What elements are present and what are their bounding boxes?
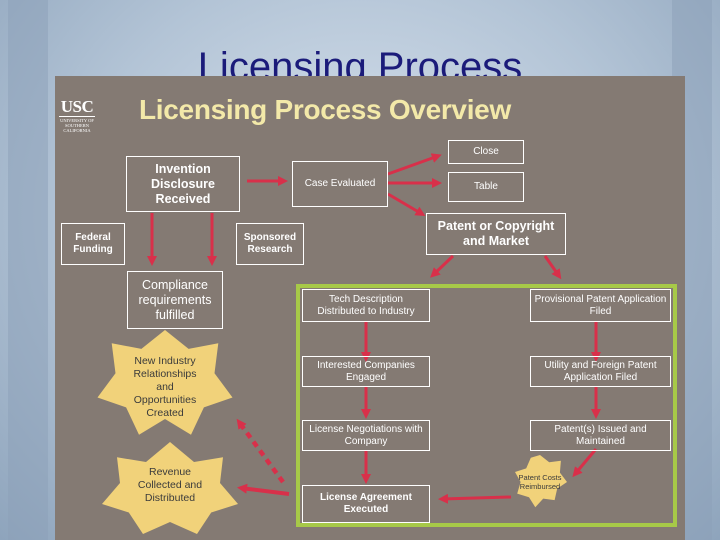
node-license-agreement: License Agreement Executed (302, 485, 430, 523)
node-patent-costs-reimbursed: Patent Costs Reimbursed (518, 473, 562, 491)
logo-divider (59, 116, 95, 117)
star-shape-new-industry (97, 330, 233, 435)
node-patents-issued: Patent(s) Issued and Maintained (530, 420, 671, 451)
node-invention-disclosure: Invention Disclosure Received (126, 156, 240, 212)
node-table: Table (448, 172, 524, 202)
green-frame (296, 284, 677, 527)
logo-sub-text: UNIVERSITY OF SOUTHERN CALIFORNIA (60, 118, 94, 133)
node-revenue-collected: Revenue Collected and Distributed (137, 465, 203, 504)
node-close: Close (448, 140, 524, 164)
star-shape-patent-costs (515, 455, 567, 508)
node-patent-or-copyright: Patent or Copyright and Market (426, 213, 566, 255)
node-new-industry-relationships: New Industry Relationships and Opportuni… (133, 354, 197, 419)
node-provisional-patent: Provisional Patent Application Filed (530, 289, 671, 322)
node-interested-companies: Interested Companies Engaged (302, 356, 430, 387)
logo-main-text: USC (60, 97, 94, 116)
node-federal-funding: Federal Funding (61, 223, 125, 265)
node-sponsored-research: Sponsored Research (236, 223, 304, 265)
node-license-negotiations: License Negotiations with Company (302, 420, 430, 451)
star-shape-revenue (102, 442, 238, 534)
node-tech-description: Tech Description Distributed to Industry (302, 289, 430, 322)
diagram-panel: USC UNIVERSITY OF SOUTHERN CALIFORNIA Li… (55, 76, 685, 540)
node-case-evaluated: Case Evaluated (292, 161, 388, 207)
diagram-heading: Licensing Process Overview (139, 94, 511, 125)
node-utility-foreign-patent: Utility and Foreign Patent Application F… (530, 356, 671, 387)
usc-logo: USC UNIVERSITY OF SOUTHERN CALIFORNIA (57, 98, 97, 133)
diagram-arrows (97, 153, 601, 534)
node-compliance: Compliance requirements fulfilled (127, 271, 223, 329)
filmstrip-decoration-left (8, 0, 48, 540)
